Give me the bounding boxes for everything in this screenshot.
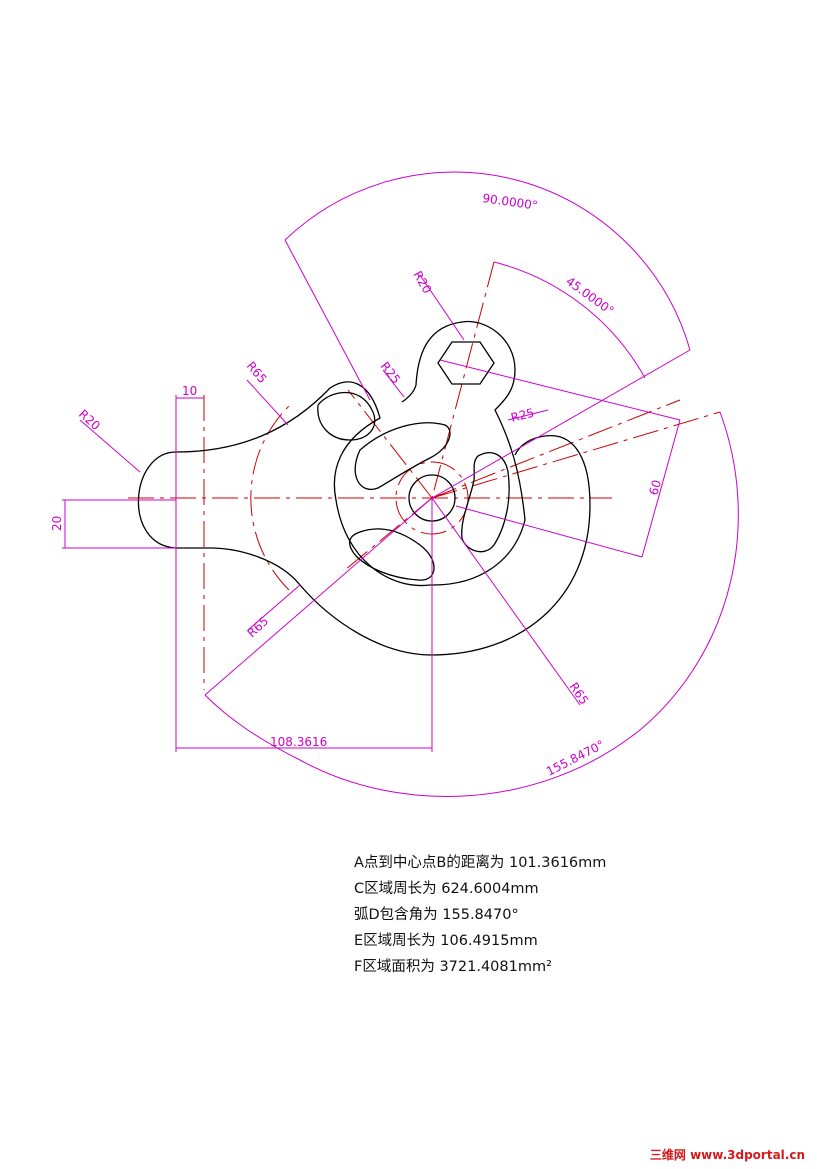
result-angle-d: 弧D包含角为 155.8470° (354, 907, 519, 923)
slot-right (461, 452, 510, 553)
dim-108-label: 108.3616 (270, 735, 327, 749)
result-perimeter-e: E区域周长为 106.4915mm (354, 933, 538, 949)
r25-leader-left (382, 369, 405, 398)
r20-left-label: R20 (76, 407, 103, 433)
results-list: A点到中心点B的距离为 101.3616mm C区域周长为 624.6004mm… (354, 850, 606, 980)
dimension-labels: 90.0000° 45.0000° R20 R25 R25 R65 R20 10… (50, 191, 664, 779)
angled-centerline-right (431, 411, 721, 499)
angle-155-extension-lower (204, 497, 433, 696)
angle-90-arc (284, 171, 691, 351)
r25-leader-right (507, 409, 549, 421)
r20-leader-left (79, 419, 141, 473)
upper-lobe-centerline (431, 261, 495, 499)
dim-60-line (641, 419, 681, 558)
slot-upper-left (354, 422, 451, 491)
dim-10-label: 10 (182, 384, 197, 398)
r25-left-label: R25 (378, 359, 404, 386)
dimension-lines (62, 171, 739, 797)
main-outline (175, 320, 526, 587)
result-perimeter-c: C区域周长为 624.6004mm (354, 881, 539, 897)
r25-right-label: R25 (509, 406, 535, 425)
r65-construction-arc (250, 405, 290, 591)
r65-upper-label: R65 (244, 359, 270, 386)
slot-lower-left (349, 528, 435, 581)
angle-90-extension-right (431, 349, 691, 499)
watermark-site-name: 三维网 (649, 1148, 686, 1162)
dim-20-label: 20 (50, 516, 64, 531)
watermark-url: www.3dportal.cn (690, 1148, 805, 1162)
angle-155-arc (204, 411, 739, 797)
r65-right-label: R65 (567, 680, 592, 707)
angle-90-extension-left (284, 239, 371, 401)
part-outline (137, 320, 591, 656)
angled-centerline-upper (431, 399, 681, 499)
r65-leader-lower (247, 584, 301, 631)
angle-90-label: 90.0000° (482, 191, 539, 213)
watermark: 三维网 www.3dportal.cn (650, 1146, 805, 1163)
r20-top-label: R20 (410, 269, 434, 296)
outer-contour (137, 435, 591, 656)
dim-60-label: 60 (646, 478, 664, 497)
r20-notch-arc (317, 392, 376, 441)
dim-60-extension-bottom (455, 505, 643, 558)
r20-leader-top (419, 274, 465, 341)
hex-hole (437, 341, 495, 385)
result-area-f: F区域面积为 3721.4081mm² (354, 959, 552, 975)
angle-45-arc (493, 261, 646, 379)
r65-leader-right (431, 497, 581, 706)
dim-60-extension-top (439, 359, 681, 421)
angled-centerline-left (347, 389, 433, 499)
r65-lower-label: R65 (244, 614, 271, 640)
r65-leader-upper (246, 379, 289, 426)
result-distance-ab: A点到中心点B的距离为 101.3616mm (354, 855, 607, 871)
